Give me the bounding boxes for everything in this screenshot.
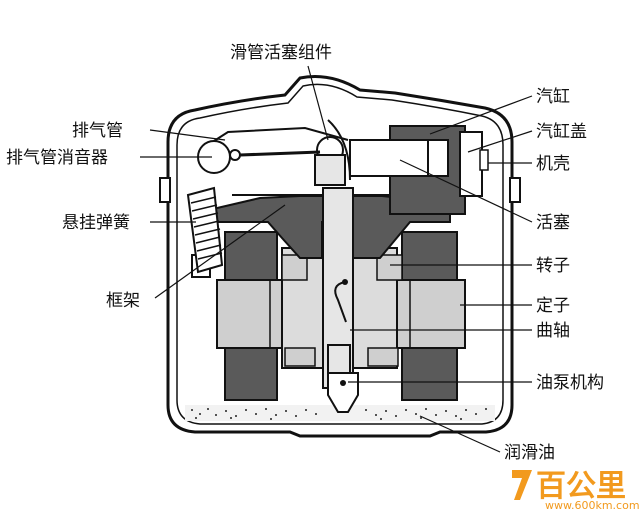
cylinder-cover (459, 131, 483, 197)
label-piston: 活塞 (536, 213, 570, 233)
watermark-arrow-icon (512, 470, 532, 500)
label-cylinder: 汽缸 (536, 86, 570, 107)
label-cylinder-cover: 汽缸盖 (536, 121, 587, 142)
label-discharge-pipe: 排气管 (72, 121, 123, 141)
crankshaft-flange (327, 344, 351, 376)
label-discharge-muffler: 排气管消音器 (6, 148, 108, 168)
stator-bottom-left (224, 347, 278, 401)
label-oil-pump: 油泵机构 (536, 373, 604, 393)
label-crankshaft: 曲轴 (536, 321, 570, 341)
watermark: 百公里 www.600km.com (512, 469, 640, 512)
stator-top-right (401, 231, 458, 281)
casing-bracket-right (509, 177, 521, 203)
oil-pump (327, 372, 359, 413)
rotor-cap-right (376, 254, 403, 281)
label-frame: 框架 (106, 291, 140, 311)
label-suspension-spring: 悬挂弹簧 (62, 213, 130, 233)
rotor-cap-left (281, 254, 308, 281)
rotor-foot-left (284, 347, 316, 367)
casing-bracket-left (159, 177, 171, 203)
label-stator: 定子 (536, 296, 570, 316)
rotor-foot-right (367, 347, 399, 367)
stator-top-left (224, 231, 278, 281)
label-casing: 机壳 (536, 154, 570, 174)
slide-assembly-yoke (314, 154, 346, 186)
label-lubricating-oil: 润滑油 (504, 443, 555, 463)
stator-bottom-right (401, 347, 458, 401)
leader-lines (140, 65, 533, 453)
piston-head (427, 139, 449, 177)
suspension-spring (186, 186, 224, 274)
watermark-logo-text: 百公里 (536, 469, 626, 504)
casing-inner (176, 83, 504, 425)
label-rotor: 转子 (536, 256, 570, 276)
label-piston-slide-assembly: 滑管活塞组件 (230, 43, 332, 63)
cylinder-cover-bolt (479, 149, 489, 171)
watermark-url: www.600km.com (545, 499, 640, 512)
